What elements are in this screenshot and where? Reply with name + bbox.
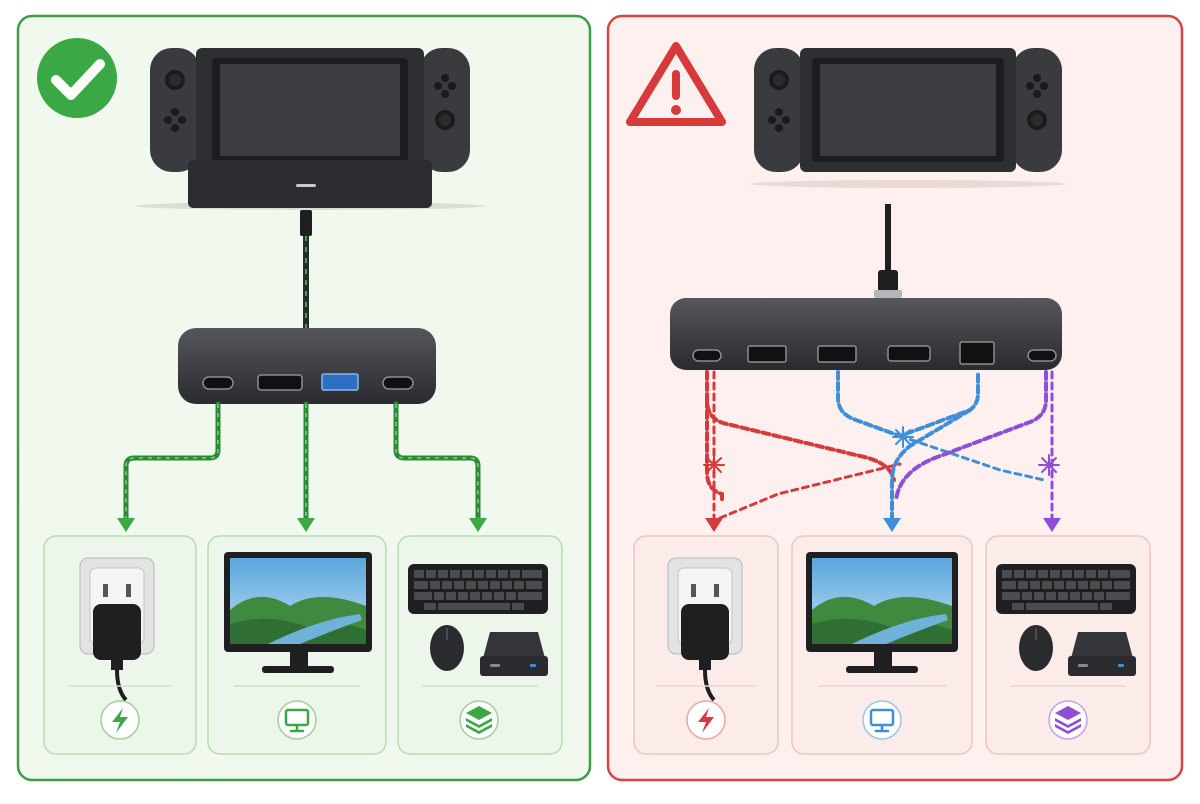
spark-icon bbox=[1038, 454, 1060, 476]
monitor-icon bbox=[869, 708, 895, 733]
arrow-down-icon bbox=[297, 518, 315, 532]
check-circle-icon bbox=[37, 38, 117, 118]
spark-icon bbox=[703, 454, 725, 476]
usb-c-port-icon bbox=[382, 376, 414, 390]
device-card-power-incorrect bbox=[633, 535, 779, 755]
game-console-handheld bbox=[750, 48, 1066, 188]
direct-cable bbox=[874, 204, 902, 298]
keyboard-icon bbox=[408, 564, 548, 614]
hdmi-port-icon bbox=[887, 345, 931, 362]
spark-icon bbox=[892, 426, 914, 448]
lightning-bolt-icon bbox=[698, 708, 714, 733]
correct-connections bbox=[117, 401, 487, 532]
mouse-icon bbox=[430, 625, 464, 671]
monitor-device-icon bbox=[806, 552, 958, 673]
external-drive-icon bbox=[1068, 632, 1136, 676]
device-card-peripherals bbox=[397, 535, 563, 755]
usb-a-port-icon bbox=[321, 373, 359, 391]
device-card-peripherals-incorrect bbox=[985, 535, 1151, 755]
mouse-icon bbox=[1019, 625, 1053, 671]
display-badge bbox=[862, 700, 902, 740]
arrow-down-icon bbox=[469, 518, 487, 532]
usb-c-hub-incorrect bbox=[670, 298, 1062, 370]
arrow-down-icon bbox=[705, 518, 723, 532]
wall-outlet-icon bbox=[667, 557, 743, 702]
arrow-down-icon bbox=[117, 518, 135, 532]
lightning-bolt-icon bbox=[112, 708, 128, 733]
device-card-power bbox=[43, 535, 197, 755]
usb-a-port-icon bbox=[747, 345, 787, 363]
monitor-device-icon bbox=[224, 552, 372, 673]
warning-triangle-icon bbox=[626, 42, 726, 126]
usb-c-port-icon bbox=[692, 349, 722, 362]
hdmi-port-icon bbox=[257, 374, 303, 391]
game-console-docked bbox=[135, 48, 485, 210]
layers-icon bbox=[466, 706, 492, 734]
monitor-icon bbox=[284, 708, 310, 733]
arrow-down-icon bbox=[883, 518, 901, 532]
usb-c-hub-correct bbox=[178, 328, 436, 404]
device-card-display-incorrect bbox=[791, 535, 973, 755]
arrow-down-icon bbox=[1043, 518, 1061, 532]
layers-icon bbox=[1055, 706, 1081, 734]
keyboard-icon bbox=[996, 564, 1136, 614]
display-wire bbox=[890, 408, 972, 522]
device-card-display bbox=[207, 535, 387, 755]
ethernet-port-icon bbox=[959, 341, 995, 365]
usb-c-port-icon bbox=[1027, 349, 1057, 362]
display-badge bbox=[277, 700, 317, 740]
panel-incorrect-setup bbox=[606, 14, 1184, 782]
panel-correct-setup bbox=[16, 14, 592, 782]
dock-cable bbox=[300, 210, 312, 330]
usb-c-port-icon bbox=[202, 376, 234, 390]
peripherals-wire-crossed bbox=[894, 370, 1048, 502]
external-drive-icon bbox=[480, 632, 548, 676]
usb-a-port-icon bbox=[817, 345, 857, 363]
wall-outlet-icon bbox=[79, 557, 155, 702]
incorrect-connections bbox=[703, 370, 1061, 532]
